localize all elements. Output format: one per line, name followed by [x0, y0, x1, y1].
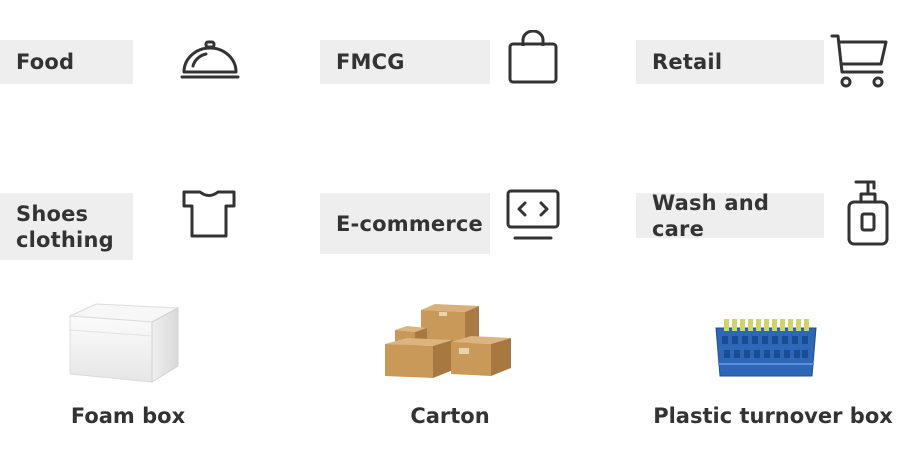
foam-box-image: [66, 302, 182, 390]
plastic-crate-image: [714, 316, 818, 382]
shopping-cart-icon: [830, 32, 890, 90]
industry-label: Retail: [652, 50, 723, 74]
industry-tag-wash-care: Wash and care: [636, 191, 824, 241]
product-caption: Foam box: [70, 404, 186, 428]
product-caption: Carton: [410, 404, 490, 428]
t-shirt-icon: [182, 190, 236, 238]
industry-label: Wash and care: [652, 190, 770, 241]
industry-tag-retail: Retail: [636, 40, 824, 84]
industry-label: Food: [16, 50, 75, 74]
product-caption: Plastic turnover box: [653, 404, 893, 428]
monitor-code-icon: [505, 188, 561, 242]
carton-boxes-image: [383, 300, 513, 386]
cloche-icon: [180, 40, 240, 80]
industry-label-line2: clothing: [16, 227, 114, 252]
industry-tag-fmcg: FMCG: [320, 40, 490, 84]
soap-dispenser-icon: [844, 178, 894, 248]
industry-label-line1: Shoes: [16, 201, 89, 226]
shopping-bag-icon: [508, 30, 558, 84]
industry-tag-shoes-clothing: Shoes clothing: [0, 193, 133, 260]
industry-tag-food: Food: [0, 40, 133, 84]
industry-label: E-commerce: [336, 211, 483, 236]
industry-label: FMCG: [336, 50, 405, 74]
industry-tag-ecommerce: E-commerce: [320, 193, 490, 254]
